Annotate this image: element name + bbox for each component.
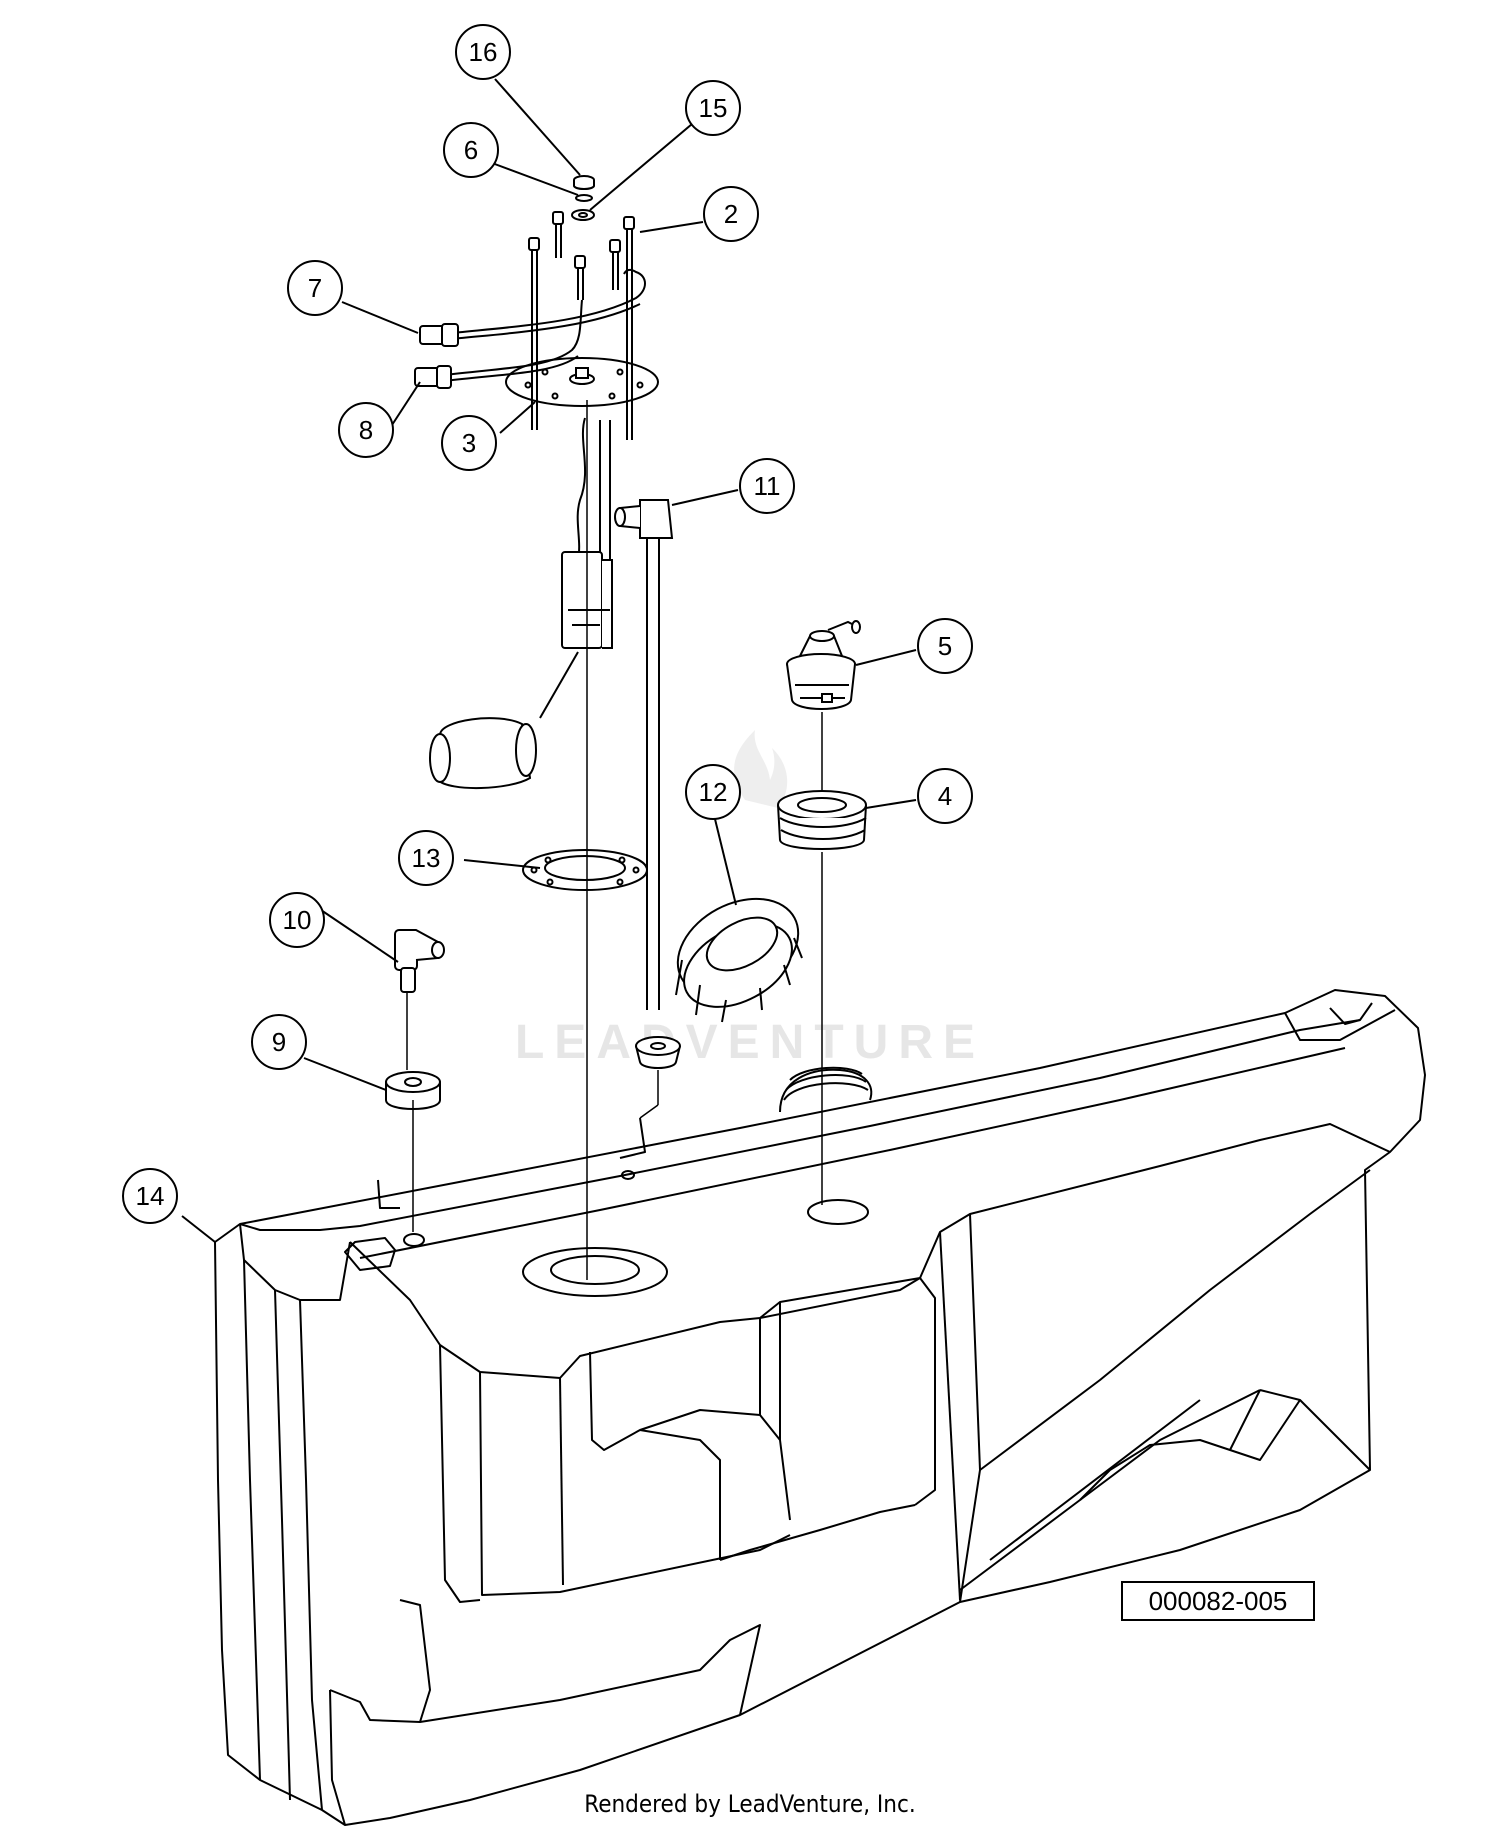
nut-washer-stack: [571, 175, 595, 221]
center-lines: [406, 400, 823, 1280]
callout-2: 2: [703, 186, 759, 242]
callout-14-label: 14: [136, 1181, 165, 1211]
callout-9-label: 9: [272, 1027, 286, 1057]
callout-13: 13: [398, 830, 454, 886]
grommet-9: [385, 1071, 441, 1110]
callout-16: 16: [455, 24, 511, 80]
callout-11: 11: [739, 458, 795, 514]
drawing-number: 000082-005: [1149, 1586, 1288, 1616]
callout-8-label: 8: [359, 415, 373, 445]
elbow-fitting-10: [394, 929, 445, 993]
callout-16-label: 16: [469, 37, 498, 67]
callout-4-label: 4: [938, 781, 952, 811]
seal-grommet-4: [777, 790, 867, 850]
filler-cap-ring-12: [675, 897, 803, 1023]
wire-harness-7-8: [414, 268, 646, 389]
callout-10: 10: [269, 892, 325, 948]
callout-4: 4: [917, 768, 973, 824]
callout-3: 3: [441, 415, 497, 471]
pickup-tube-11: [614, 499, 674, 1010]
callout-3-label: 3: [462, 428, 476, 458]
callouts: 16 15 6 2 7 8 3 11 5 12 4 13 10 9 14: [122, 24, 973, 1224]
footer-credit: Rendered by LeadVenture, Inc.: [584, 1790, 916, 1818]
gasket-13: [522, 849, 648, 891]
callout-7: 7: [287, 260, 343, 316]
callout-6-label: 6: [464, 135, 478, 165]
callout-11-label: 11: [754, 471, 781, 501]
callout-6: 6: [443, 122, 499, 178]
callout-15: 15: [685, 80, 741, 136]
callout-9: 9: [251, 1014, 307, 1070]
callout-13-label: 13: [412, 843, 441, 873]
watermark-text: LEADVENTURE: [515, 1016, 985, 1069]
callout-14: 14: [122, 1168, 178, 1224]
callout-10-label: 10: [283, 905, 312, 935]
callout-12-label: 12: [699, 777, 728, 807]
callout-5-label: 5: [938, 631, 952, 661]
grommet-tube: [635, 1036, 681, 1069]
leader-lines: [181, 78, 917, 1243]
fuel-tank: [214, 989, 1426, 1826]
callout-12: 12: [685, 764, 741, 820]
watermark: LEADVENTURE: [515, 730, 985, 1069]
drawing-number-box: 000082-005: [1121, 1581, 1315, 1621]
callout-7-label: 7: [308, 273, 322, 303]
callout-5: 5: [917, 618, 973, 674]
callout-2-label: 2: [724, 199, 738, 229]
vent-valve-5: [786, 620, 861, 710]
bolts-2: [528, 211, 635, 440]
callout-8: 8: [338, 402, 394, 458]
callout-15-label: 15: [699, 93, 728, 123]
